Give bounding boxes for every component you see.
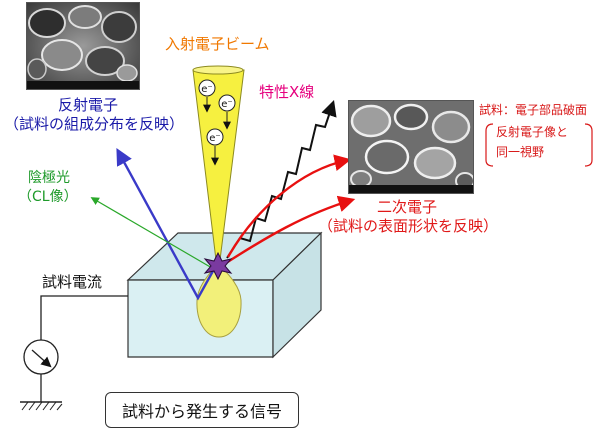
- sample-block: [126, 231, 323, 359]
- sample-note-line2: 反射電子像と: [496, 125, 569, 139]
- secondary-texture: [349, 101, 473, 193]
- sample-note-bracket: [485, 123, 494, 167]
- electron-1: e⁻: [198, 79, 216, 113]
- sample-current-wire: [40, 295, 128, 341]
- sample-note-bracket-right: [584, 123, 593, 167]
- backscatter-image-scale-bar: [27, 81, 139, 89]
- secondary-sem-image: [348, 100, 474, 194]
- cl-arrow: [90, 197, 213, 269]
- caption-text: 試料から発生する信号: [121, 402, 282, 421]
- backscatter-texture: [27, 3, 139, 89]
- impact-star: [203, 251, 233, 281]
- svg-text:e⁻: e⁻: [209, 133, 220, 144]
- xray-label: 特性X線: [259, 83, 315, 101]
- caption-box: 試料から発生する信号: [105, 392, 299, 428]
- cl-description: （CL像）: [18, 189, 78, 205]
- secondary-arrow-lower: [225, 195, 356, 265]
- cl-title: 陰極光: [28, 170, 70, 186]
- backscatter-sem-image: [26, 2, 140, 90]
- ammeter-icon: [23, 339, 59, 375]
- secondary-arrow-upper: [226, 154, 352, 258]
- backscatter-description: （試料の組成分布を反映）: [4, 115, 185, 133]
- incident-beam-top: [192, 65, 244, 75]
- svg-text:e⁻: e⁻: [221, 99, 232, 110]
- secondary-image-scale-bar: [349, 185, 473, 193]
- sample-note-line1: 試料：電子部品破面: [479, 103, 588, 117]
- ammeter-needle: [31, 349, 52, 368]
- incident-beam-cone: [192, 69, 245, 261]
- electron-2: e⁻: [218, 94, 236, 130]
- svg-text:e⁻: e⁻: [201, 84, 212, 95]
- xray-arrow: [226, 99, 337, 259]
- incident-beam-label: 入射電子ビーム: [165, 35, 270, 53]
- sample-current-label: 試料電流: [42, 273, 103, 291]
- sample-note-line3: 同一視野: [496, 145, 545, 159]
- secondary-title: 二次電子: [377, 198, 438, 216]
- electron-3: e⁻: [206, 128, 224, 166]
- secondary-description: （試料の表面形状を反映）: [318, 217, 499, 235]
- backscatter-title: 反射電子: [58, 96, 119, 114]
- sample-block-side: [272, 231, 322, 359]
- backscatter-arrow: [116, 148, 220, 301]
- ground-symbol-icon: [20, 401, 63, 411]
